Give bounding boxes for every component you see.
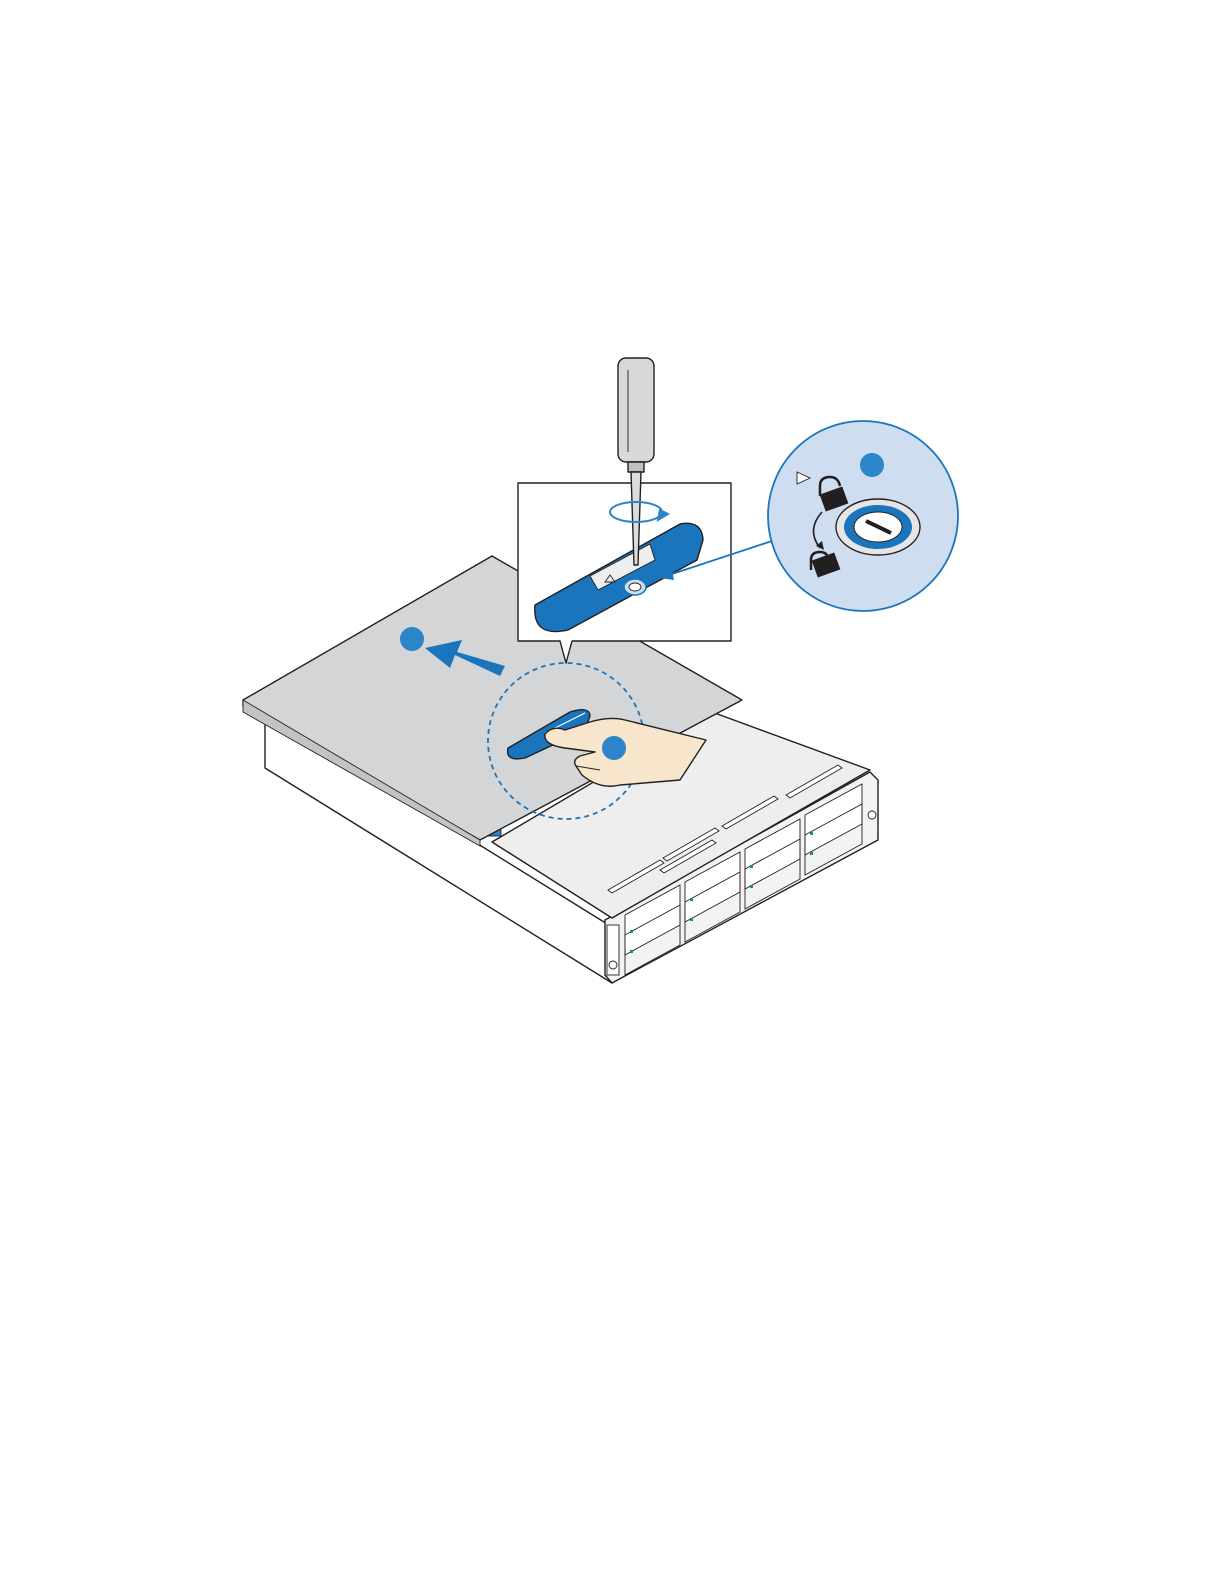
screwdriver-detail-inset	[518, 483, 731, 663]
lock-detail-magnifier	[768, 421, 958, 611]
power-button[interactable]	[609, 961, 617, 969]
callout-1	[400, 627, 424, 651]
callout-3	[602, 736, 626, 760]
callout-2	[860, 453, 884, 477]
rack-ear-screw	[868, 811, 876, 819]
